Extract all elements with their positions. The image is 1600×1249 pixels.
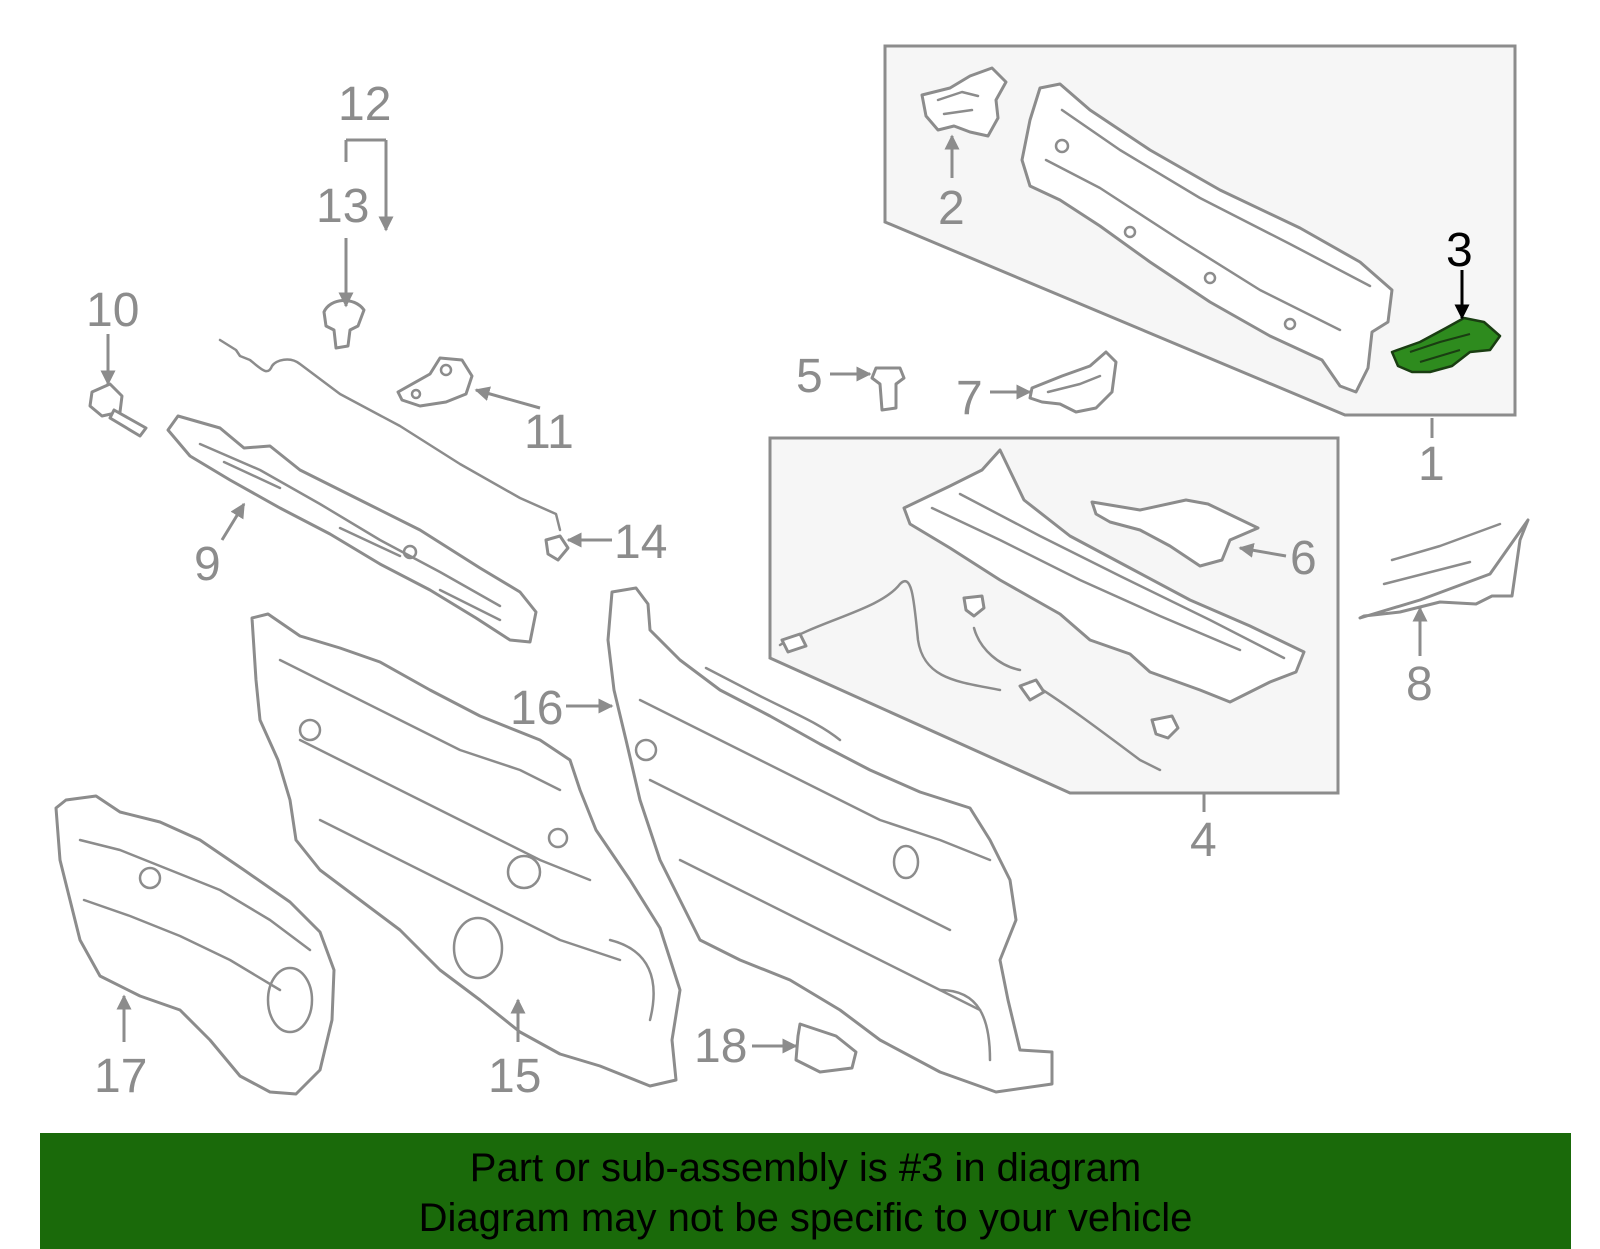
part-2-bracket xyxy=(920,66,1008,138)
part-8-panel xyxy=(1358,518,1530,620)
callout-16: 16 xyxy=(510,682,563,735)
part-18-pad xyxy=(794,1022,858,1074)
part-17-silencer xyxy=(54,794,336,1096)
callout-7: 7 xyxy=(956,372,983,425)
part-11-bracket xyxy=(396,356,474,408)
part-14-cable xyxy=(218,338,570,562)
callout-6: 6 xyxy=(1290,532,1317,585)
callout-14: 14 xyxy=(614,516,667,569)
part-9-panel xyxy=(166,414,538,644)
banner-line-2: Diagram may not be specific to your vehi… xyxy=(418,1196,1193,1240)
part-10-bolt xyxy=(88,382,148,438)
callout-1: 1 xyxy=(1418,438,1445,491)
callout-18: 18 xyxy=(694,1020,747,1073)
callout-12: 12 xyxy=(338,78,391,131)
leader-lines xyxy=(100,134,1470,1054)
info-banner: Part or sub-assembly is #3 in diagram Di… xyxy=(40,1133,1571,1249)
part-13-grommet xyxy=(322,299,366,350)
part-5-clip xyxy=(870,366,906,412)
part-12-weatherstrip xyxy=(375,229,687,417)
callout-5: 5 xyxy=(796,350,823,403)
callout-labels: 12 13 10 11 9 14 2 3 1 5 7 6 8 4 16 15 1… xyxy=(86,78,1473,1103)
banner-line-1: Part or sub-assembly is #3 in diagram xyxy=(469,1146,1142,1190)
callout-8: 8 xyxy=(1406,658,1433,711)
callout-2: 2 xyxy=(938,182,965,235)
part-16-insulator xyxy=(606,586,1054,1094)
callout-3: 3 xyxy=(1446,224,1473,277)
assembly-box-4 xyxy=(768,436,1340,795)
part-15-dash-panel xyxy=(250,612,682,1088)
part-3-highlighted-bracket xyxy=(1390,316,1502,374)
callout-15: 15 xyxy=(488,1050,541,1103)
callout-9: 9 xyxy=(194,538,221,591)
part-1-cowl-panel xyxy=(1020,82,1394,394)
callout-11: 11 xyxy=(524,406,574,459)
callout-4: 4 xyxy=(1190,814,1217,867)
callout-10: 10 xyxy=(86,284,139,337)
callout-17: 17 xyxy=(94,1050,147,1103)
callout-13: 13 xyxy=(316,180,369,233)
part-7-bracket xyxy=(1028,350,1118,414)
part-6-seal xyxy=(1090,498,1260,568)
part-4-cowl-inner xyxy=(778,448,1306,772)
